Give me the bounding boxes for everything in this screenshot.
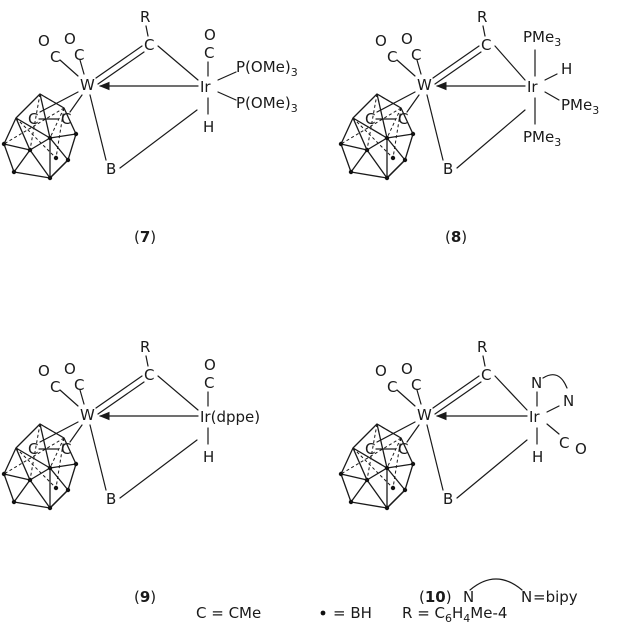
legend-dot-definition: = BH [333, 604, 372, 622]
bipy-legend-arc [469, 578, 523, 591]
carborane-cage [338, 93, 416, 181]
substituent-R: R [140, 8, 150, 26]
ir-carbonyl-O: O [575, 440, 587, 458]
cage-carbon-2: C [398, 440, 408, 458]
carbonyl-C-2: C [411, 46, 421, 64]
carbonyl-O-2: O [401, 360, 413, 378]
ir-carbonyl-C: C [204, 374, 214, 392]
substituent-R: R [477, 338, 487, 356]
metal-W: W [80, 406, 95, 424]
carbonyl-C-2: C [74, 46, 84, 64]
carbonyl-C-1: C [387, 378, 397, 396]
ir-hydride: H [561, 60, 572, 78]
structure-8: O C O C W C C B R C Ir PMe3 H PMe3 PMe3 [338, 8, 599, 246]
ir-ligand-pme3-bottom: PMe3 [523, 128, 561, 149]
ir-carbonyl-O: O [204, 356, 216, 374]
cage-boron: B [443, 490, 453, 508]
legend-C-definition: C = CMe [196, 604, 261, 622]
ir-bipy-N2: N [563, 392, 574, 410]
ir-carbonyl-C: C [204, 44, 214, 62]
alkylidyne-carbon: C [144, 366, 154, 384]
metal-Ir: Ir [529, 408, 540, 426]
carbonyl-C-2: C [411, 376, 421, 394]
bipy-legend-text: =bipy [533, 588, 578, 606]
metal-W: W [417, 76, 432, 94]
carbonyl-O-1: O [38, 362, 50, 380]
carbonyl-C-1: C [50, 48, 60, 66]
structure-label-9: (9) [134, 588, 156, 606]
carborane-cage [338, 423, 416, 511]
metal-Ir: Ir [200, 78, 211, 96]
ir-ligand-pme3-top: PMe3 [523, 28, 561, 49]
ir-carbonyl-O: O [204, 26, 216, 44]
carbonyl-C-1: C [50, 378, 60, 396]
bipy-chelate-arc [542, 374, 568, 389]
cage-carbon-1: C [365, 110, 375, 128]
ir-hydride: H [203, 448, 214, 466]
cage-carbon-1: C [28, 110, 38, 128]
carborane-cage [1, 423, 79, 511]
carbonyl-O-2: O [401, 30, 413, 48]
ir-hydride: H [203, 118, 214, 136]
cage-carbon-1: C [28, 440, 38, 458]
structure-label-7: (7) [134, 228, 156, 246]
legend-R-definition: R = C6H4Me-4 [402, 604, 507, 624]
ir-ligand-pme3-right: PMe3 [561, 96, 599, 117]
bipy-legend-N-left: N [463, 588, 474, 606]
cage-carbon-2: C [61, 440, 71, 458]
cage-boron: B [443, 160, 453, 178]
legend-dot-symbol [320, 610, 326, 616]
ir-bipy-N1: N [531, 374, 542, 392]
carbonyl-C-2: C [74, 376, 84, 394]
alkylidyne-carbon: C [144, 36, 154, 54]
cage-carbon-2: C [61, 110, 71, 128]
alkylidyne-carbon: C [481, 36, 491, 54]
structure-9: O C O C W C C B R C Ir(dppe) O C H (9) [1, 338, 260, 606]
metal-Ir: Ir [527, 78, 538, 96]
carbonyl-O-2: O [64, 30, 76, 48]
cage-carbon-1: C [365, 440, 375, 458]
bipy-legend: N N =bipy [463, 578, 578, 606]
carbonyl-O-1: O [375, 32, 387, 50]
cage-boron: B [106, 490, 116, 508]
carbonyl-O-2: O [64, 360, 76, 378]
cage-boron: B [106, 160, 116, 178]
carbonyl-O-1: O [38, 32, 50, 50]
carborane-cage [1, 93, 79, 181]
carbonyl-O-1: O [375, 362, 387, 380]
abbreviation-legend: C = CMe = BH R = C6H4Me-4 [196, 604, 507, 624]
carbonyl-C-1: C [387, 48, 397, 66]
cage-carbon-2: C [398, 110, 408, 128]
substituent-R: R [477, 8, 487, 26]
structure-7: O C O C W C C B R C Ir O C P(OMe)3 [1, 8, 298, 246]
alkylidyne-carbon: C [481, 366, 491, 384]
ir-carbonyl-C: C [559, 434, 569, 452]
substituent-R: R [140, 338, 150, 356]
structure-10: O C O C W C C B R C Ir N N C O H (10 [338, 338, 587, 606]
ir-ligand-phosphite-upper: P(OMe)3 [236, 58, 298, 79]
bipy-legend-N-right: N [521, 588, 532, 606]
metal-W: W [417, 406, 432, 424]
ir-hydride: H [532, 448, 543, 466]
metal-W: W [80, 76, 95, 94]
structure-label-10: (10) [419, 588, 452, 606]
metal-Ir-dppe: Ir(dppe) [200, 408, 260, 426]
structure-label-8: (8) [445, 228, 467, 246]
ir-ligand-phosphite-lower: P(OMe)3 [236, 94, 298, 115]
